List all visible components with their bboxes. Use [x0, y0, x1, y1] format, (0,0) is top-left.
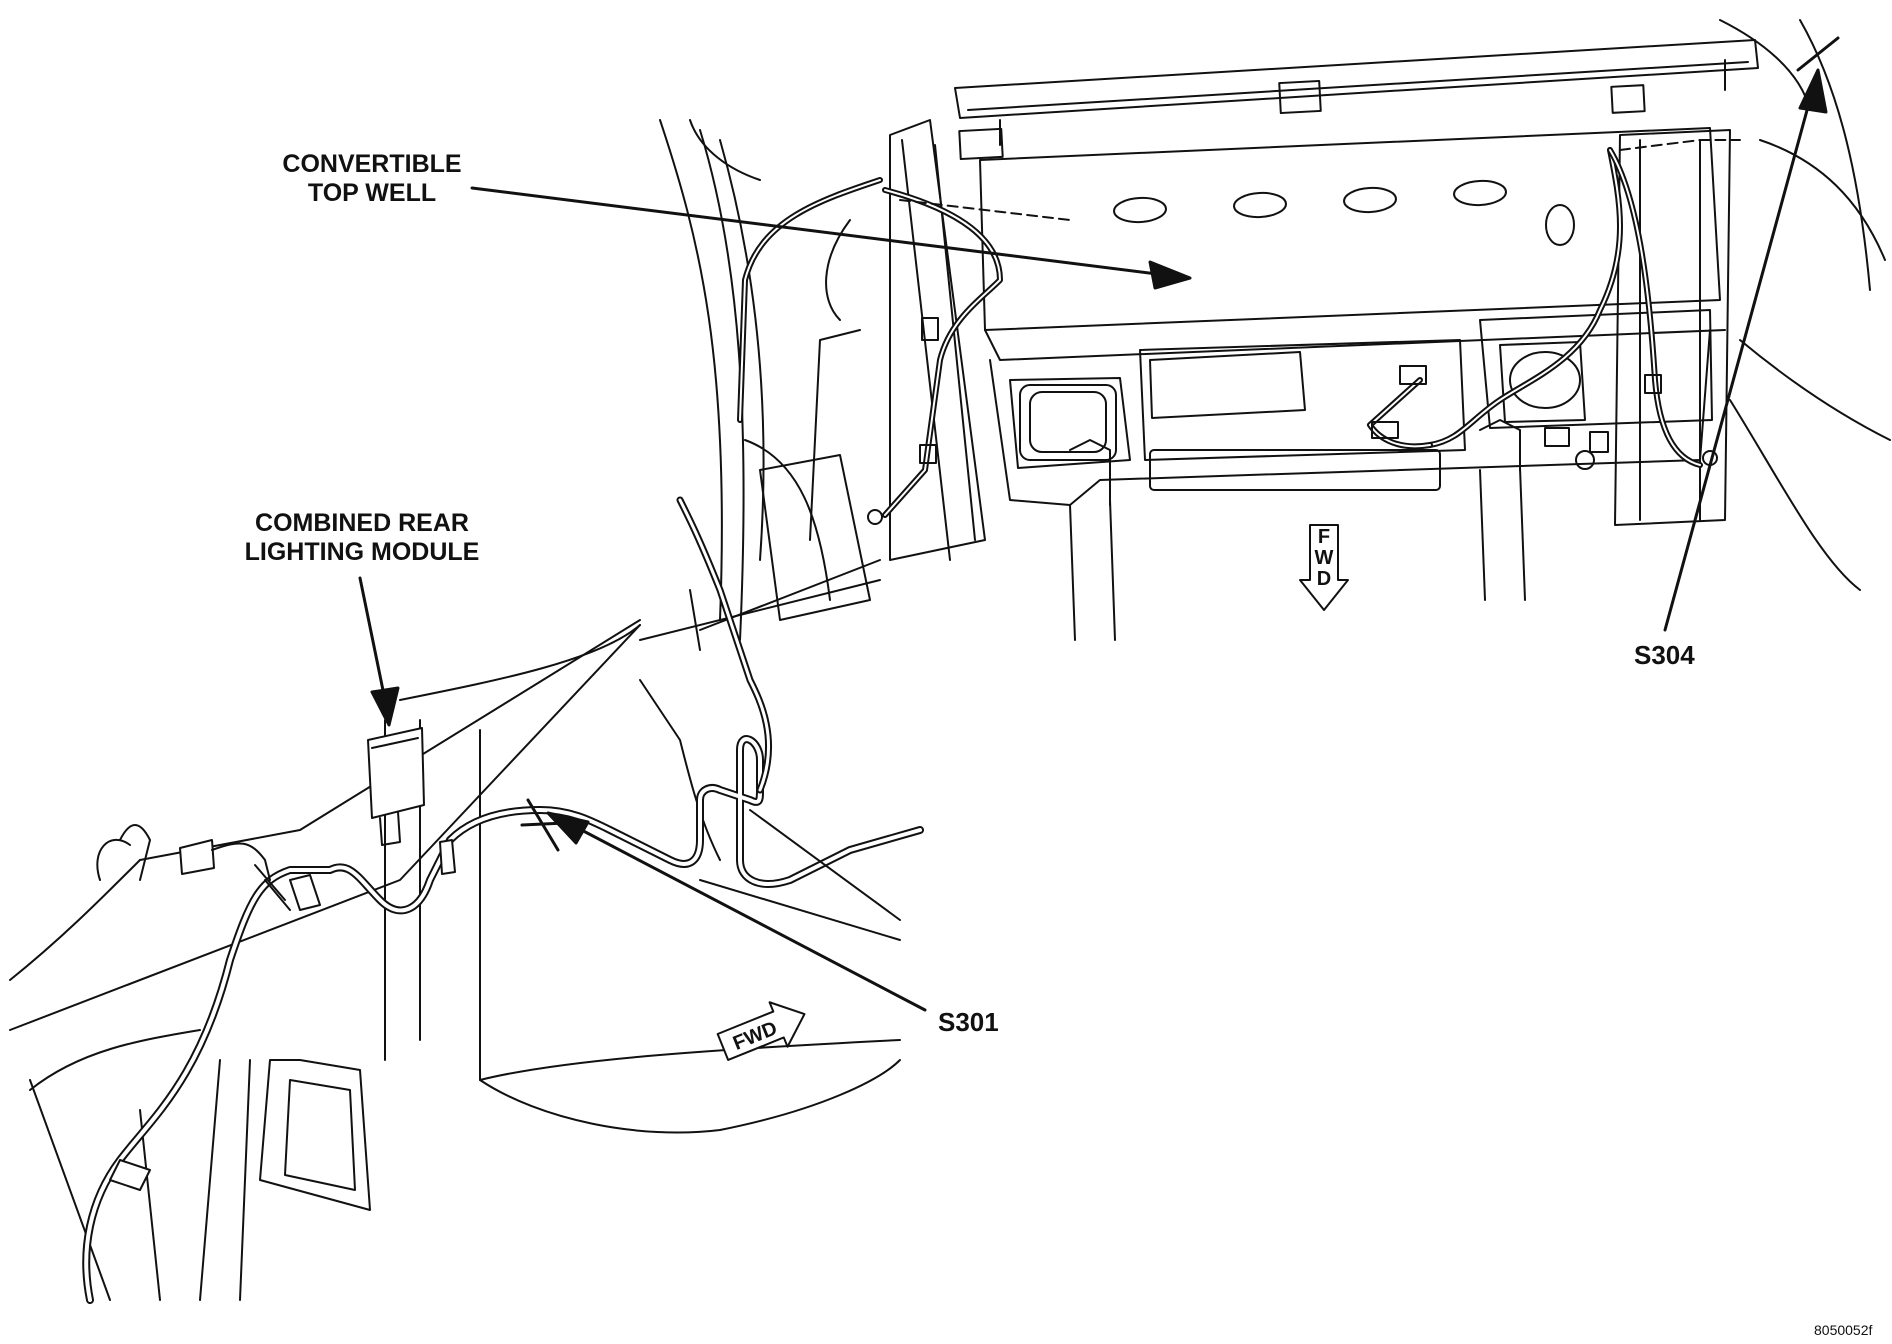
s304-arrow: [1663, 90, 1814, 632]
label-line: CONVERTIBLE: [282, 150, 462, 178]
convertible-top-well-label: CONVERTIBLE TOP WELL: [262, 150, 482, 208]
figure-id: 8050052f: [1814, 1322, 1873, 1338]
fwd-letter: F: [1318, 526, 1330, 548]
ground-eyelet: [867, 509, 883, 525]
s304-splice-mark: [1796, 36, 1840, 72]
fwd-indicator-angled: FWD: [716, 1001, 806, 1061]
s301-arrow: [570, 823, 927, 1012]
harness-connector: [1399, 365, 1427, 385]
upper-body-structure: [659, 19, 1891, 641]
combined-rear-lighting-module-body: [367, 727, 425, 846]
arrowhead: [1148, 260, 1192, 290]
s304-label: S304: [1634, 640, 1695, 670]
lower-body-structure: [9, 559, 901, 1301]
fwd-indicator-vertical: F W D: [1299, 524, 1349, 611]
harness-connector: [1544, 427, 1570, 447]
callout-arrows: [358, 36, 1840, 1012]
fwd-letter: D: [1317, 568, 1331, 590]
arrowhead: [1798, 68, 1828, 114]
lower-wiring-harness: [82, 496, 924, 1304]
convertible-top-well-arrow: [470, 186, 1167, 277]
arrowhead: [546, 811, 590, 845]
s301-label: S301: [938, 1007, 999, 1037]
harness-connector: [1644, 374, 1662, 394]
label-line: TOP WELL: [307, 178, 437, 207]
harness-connector: [921, 317, 939, 341]
arrowhead: [370, 686, 400, 727]
label-line: COMBINED REAR: [255, 509, 469, 537]
label-line: LIGHTING MODULE: [244, 537, 480, 566]
ground-eyelet: [1575, 450, 1595, 470]
combined-rear-lighting-module-label: COMBINED REAR LIGHTING MODULE: [222, 509, 502, 567]
harness-connector: [919, 444, 937, 464]
fwd-letter: W: [1315, 547, 1334, 569]
harness-connector: [1371, 421, 1399, 439]
harness-connector: [1589, 431, 1609, 453]
upper-wiring-harness: [737, 139, 1741, 525]
lighting-module-arrow: [358, 576, 387, 702]
